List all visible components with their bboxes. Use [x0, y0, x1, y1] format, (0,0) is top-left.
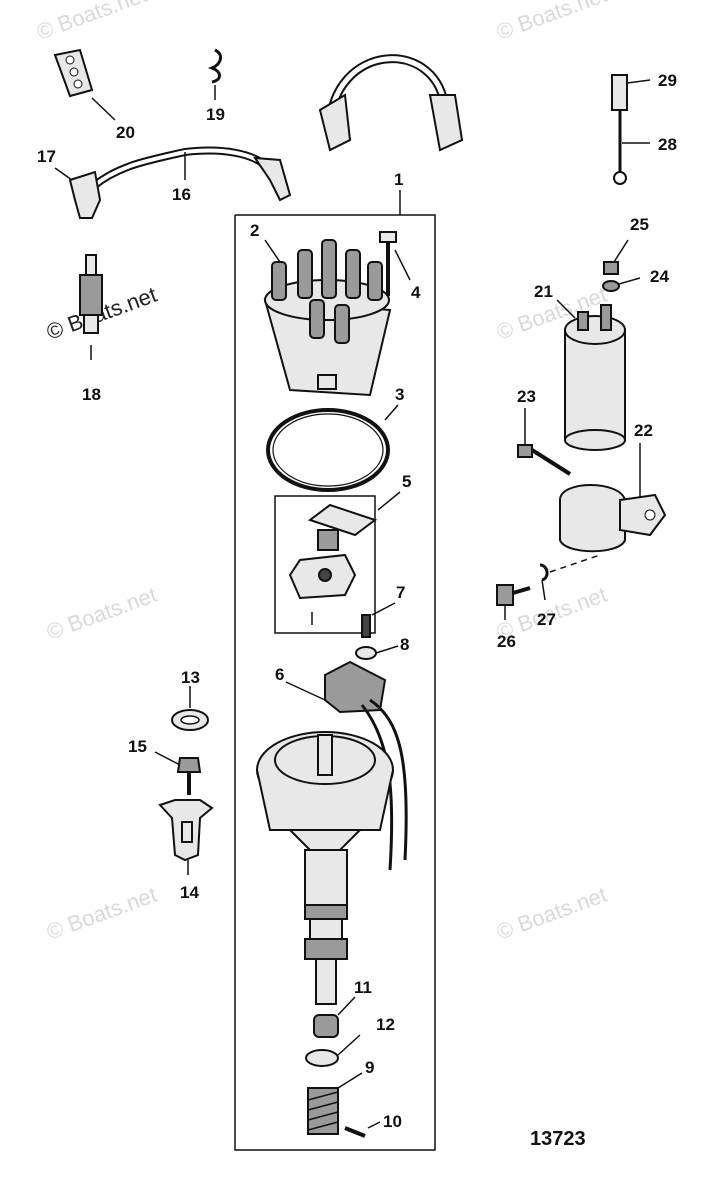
cap-gasket: [266, 404, 399, 492]
callout-12: 12: [376, 1015, 395, 1034]
callout-19: 19: [206, 105, 225, 124]
ground-strap: [613, 110, 650, 185]
bracket-bolt: [517, 408, 572, 476]
cap-screw: [379, 231, 411, 296]
watermark: © Boats.net: [493, 0, 610, 45]
callout-22: 22: [634, 421, 653, 440]
callout-6: 6: [275, 665, 284, 684]
wire-separator: [53, 48, 116, 121]
terminal-tab: [611, 74, 651, 111]
callout-15: 15: [128, 737, 147, 756]
mount-lockwasher: [539, 563, 549, 601]
distributor-cap: [263, 239, 392, 397]
shaft-bushing: [313, 996, 356, 1038]
clamp-bolt: [154, 751, 202, 795]
distributor-clamp: [158, 799, 214, 875]
callout-9: 9: [365, 1058, 374, 1077]
watermark: © Boats.net: [43, 582, 160, 645]
pickup-screw: [361, 602, 396, 638]
gear-roll-pin: [344, 1121, 381, 1138]
callout-17: 17: [37, 147, 56, 166]
callout-26: 26: [497, 632, 516, 651]
callout-24: 24: [650, 267, 669, 286]
ignition-coil: [556, 299, 626, 451]
coil-wire: [318, 54, 464, 152]
callout-5: 5: [402, 472, 411, 491]
spark-plug-wire: [54, 146, 292, 219]
figure-number: 13723: [530, 1128, 586, 1150]
spark-plug: [79, 254, 103, 360]
callout-18: 18: [82, 385, 101, 404]
wire-clip: [207, 48, 223, 100]
mount-bolt: [496, 584, 531, 620]
callout-11: 11: [354, 978, 372, 997]
callout-21: 21: [534, 282, 553, 301]
watermark: © Boats.net: [493, 882, 610, 945]
distributor-assembly-box: [234, 190, 436, 1151]
drive-gear: [307, 1072, 363, 1135]
callout-25: 25: [630, 215, 649, 234]
callout-23: 23: [517, 387, 536, 406]
callout-3: 3: [395, 385, 404, 404]
callout-10: 10: [383, 1112, 402, 1131]
callout-7: 7: [396, 583, 405, 602]
callout-labels: 1 2 3 4 5 6 7 8 9 10 11 12 13 14 15 16 1…: [37, 71, 677, 1150]
callout-20: 20: [116, 123, 135, 142]
coil-bracket: [559, 443, 667, 553]
callout-28: 28: [658, 135, 677, 154]
callout-2: 2: [250, 221, 259, 240]
callout-4: 4: [411, 283, 421, 302]
distributor-housing: [256, 731, 394, 1005]
callout-27: 27: [537, 610, 556, 629]
rotor-kit-box: [274, 491, 401, 634]
clamp-washer: [171, 686, 209, 731]
callout-1: 1: [394, 170, 403, 189]
callout-16: 16: [172, 185, 191, 204]
callout-8: 8: [400, 635, 409, 654]
coil-washer: [602, 277, 641, 292]
shaft-washer: [305, 1034, 361, 1067]
coil-nut: [603, 239, 629, 275]
pickup-washer: [355, 645, 399, 660]
watermark: © Boats.net: [33, 0, 150, 45]
callout-13: 13: [181, 668, 200, 687]
watermark: © Boats.net: [43, 882, 160, 945]
callout-14: 14: [180, 883, 199, 902]
callout-29: 29: [658, 71, 677, 90]
